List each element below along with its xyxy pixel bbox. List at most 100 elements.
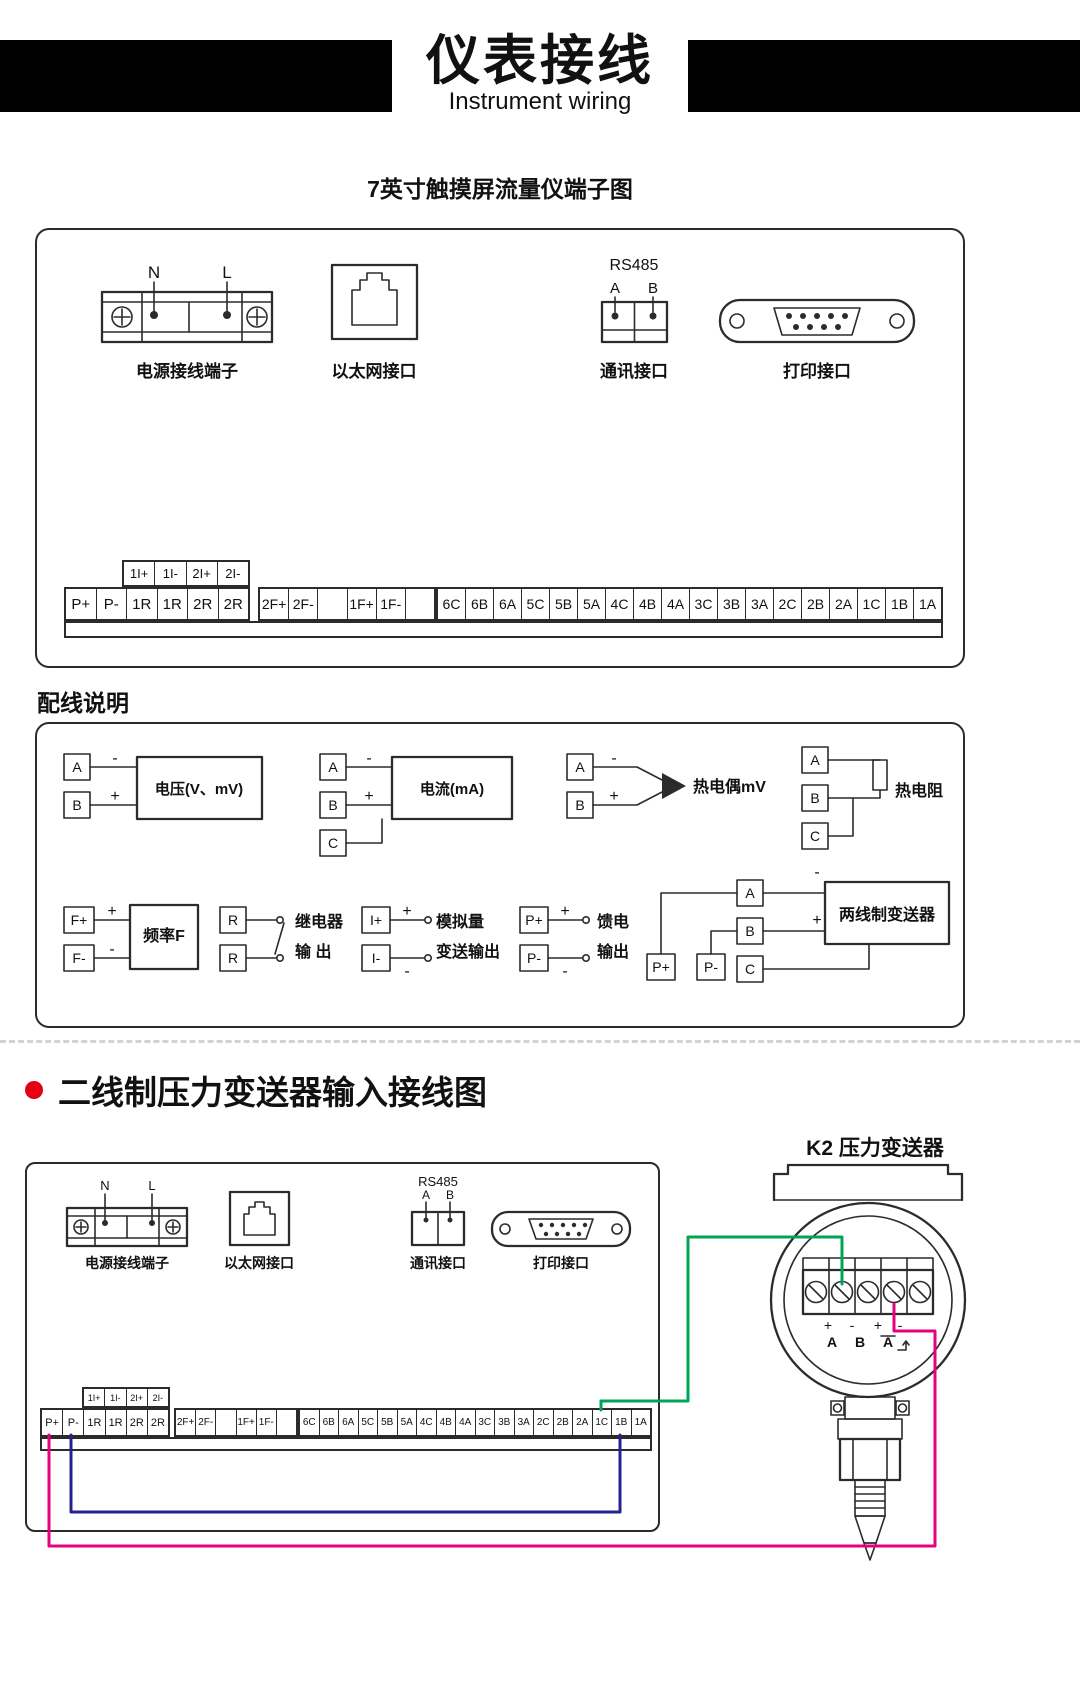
terminal-cell [318,589,348,619]
terminal-cell [406,589,434,619]
terminal-strip-io: 1I+1I-2I+2I- [122,560,250,587]
contact-dot [423,954,432,963]
current-wiring-diagram: A B C - + 电流(mA) [319,750,514,857]
terminal-cell: 1A [634,1417,647,1428]
terminal-cell: 3A [746,589,774,619]
printer-connector: 打印接口 [718,298,916,381]
terminal-r1: R [228,912,238,928]
terminal-cell: P+ [66,589,97,619]
terminal-cell: 5B [378,1410,398,1435]
terminal-cell: 4A [456,1410,476,1435]
terminal-cell: 2I+ [187,562,218,585]
terminal-cell: 1I- [155,562,187,585]
plus-sign: + [609,788,618,805]
wire-dot [102,1220,108,1226]
power-connector-label: 电源接线端子 [136,361,238,381]
terminal-cell: 1I- [105,1389,127,1406]
terminal-cell: 2C [534,1410,554,1435]
power-terminal-connector: N L 电源接线端子 [65,1178,189,1271]
relay-label-2: 输 出 [295,942,331,961]
terminal-sign: + [874,1317,882,1333]
rs485-connector: RS485 A B 通讯接口 [600,257,669,381]
terminal-cell: 2I- [152,1392,164,1403]
section-separator [0,1040,1080,1043]
screw-icon [111,306,133,328]
screw-icon [856,1280,880,1304]
rs485-b-label: B [446,1188,454,1202]
rs485-a-label: A [610,280,620,297]
screw-icon [804,1280,828,1304]
plus-sign: + [107,903,116,920]
minus-sign: - [611,750,616,767]
wire-dot [223,311,231,319]
section2-heading: 配线说明 [37,690,129,716]
terminal-cell: 3C [476,1410,495,1435]
terminal-cell: 6A [494,589,522,619]
terminal-cell: 1R [84,1410,106,1435]
mount-hole [889,313,905,329]
contact-dot [581,916,590,925]
rtd-label: 热电阻 [895,781,943,800]
panel3-connectors-drawing: N L 电源接线端子 以太网接口 RS485 [65,1174,632,1271]
terminal-cell: 6C [300,1410,320,1435]
wire-dot [447,1217,453,1223]
mount-hole [499,1223,511,1235]
terminal-cell: 2R [223,595,243,613]
terminal-cell: P+ [42,1410,64,1435]
minus-sign: - [366,750,371,767]
terminal-cell: 1B [886,589,914,619]
rj45-icon [243,1201,276,1236]
resistor-icon [872,759,888,791]
relay-wiring-diagram: R R 继电器 输 出 [219,906,344,972]
terminal-strip-base [64,621,943,638]
thermocouple-arrow-icon [662,773,686,799]
screw-icon [165,1219,181,1235]
header-bar-left [0,40,392,112]
terminal-cell: 3C [690,589,718,619]
terminal-c: C [810,828,820,844]
screw-icon [908,1280,932,1304]
mount-hole [729,313,745,329]
db9-shell [773,307,861,336]
terminal-letter: A [827,1334,837,1350]
terminal-letter: B [855,1334,865,1350]
plus-sign: + [812,912,821,929]
minus-sign: - [112,750,117,767]
terminal-cell: 4B [437,1410,456,1435]
terminal-sign: - [850,1317,855,1333]
terminal-iminus: I- [372,950,381,966]
transmitter-terminal-block: + - + - A B A [801,1257,935,1351]
section3-heading: 二线制压力变送器输入接线图 [58,1074,487,1111]
terminal-cell: P- [63,1410,85,1435]
red-bullet-icon [25,1081,43,1099]
terminal-b: B [810,790,819,806]
terminal-sign: + [824,1317,832,1333]
ethernet-connector-label: 以太网接口 [224,1255,294,1271]
terminal-cell: 2R [188,589,219,619]
terminal-a: A [328,759,338,775]
terminal-cell: 1F+ [237,1410,257,1435]
terminal-fminus: F- [72,950,86,966]
terminal-cell [216,1410,237,1435]
wiring-instructions-panel: A B - + 电压(V、mV) A B C - + 电流(mA) [35,722,965,1028]
relay-label-1: 继电器 [295,912,344,931]
terminal-cell: 6B [320,1410,339,1435]
minus-sign: - [814,864,819,881]
terminal-strip-io: 1I+1I-2I+2I- [82,1387,170,1408]
ethernet-connector: 以太网接口 [330,263,419,381]
printer-connector-label: 打印接口 [783,361,851,381]
terminal-sign: - [898,1317,903,1333]
terminal-cell: 2I- [225,566,241,581]
terminal-cell: 4C [417,1410,437,1435]
terminal-cell: 1A [918,596,937,612]
voltage-wiring-diagram: A B - + 电压(V、mV) [63,750,264,821]
terminal-iplus: I+ [370,912,382,928]
rs485-title: RS485 [418,1174,458,1189]
power-l-label: L [222,263,231,282]
terminal-cell: 1F- [377,589,406,619]
power-l-label: L [148,1178,155,1193]
db9-shell [528,1218,594,1240]
